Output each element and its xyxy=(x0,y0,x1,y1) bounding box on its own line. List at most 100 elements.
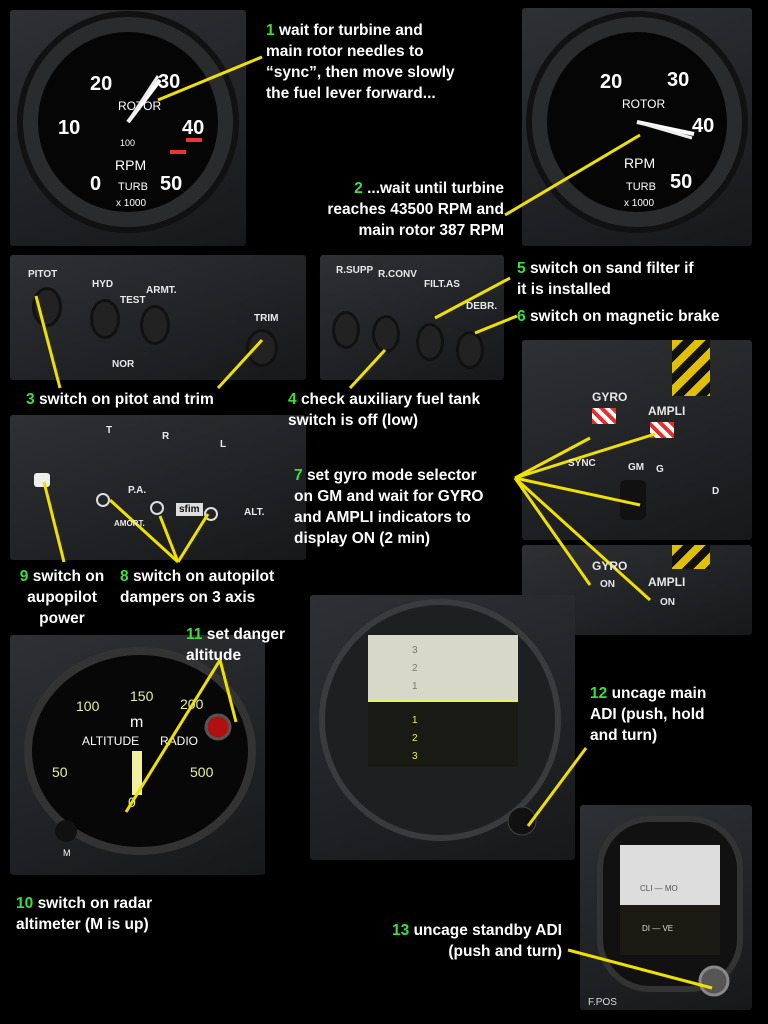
hazard-stripe xyxy=(672,340,710,396)
alt-tick: 100 xyxy=(76,698,100,714)
standby-adi-dial: CLI — MO DI — VE F.POS xyxy=(588,816,743,1008)
gyro-label: GYRO xyxy=(592,390,628,404)
nor-label: NOR xyxy=(112,359,135,370)
danger-altitude-knob[interactable] xyxy=(204,713,232,741)
alt-label: ALTITUDE xyxy=(82,734,139,748)
adi-cage-knob[interactable] xyxy=(507,806,537,836)
step-number: 1 xyxy=(266,22,275,39)
x1000-label: x 1000 xyxy=(116,198,146,209)
rpm-label: 50 xyxy=(160,173,182,195)
pitot-trim-panel: PITOT HYD TEST ARMT. NOR TRIM xyxy=(10,255,306,380)
l-label: L xyxy=(220,439,227,450)
step-number: 13 xyxy=(392,922,410,939)
debr-label: DEBR. xyxy=(466,301,498,312)
hyd-switch[interactable] xyxy=(90,299,120,339)
step-number: 9 xyxy=(19,568,29,585)
step-13-note: 13 uncage standby ADI(push and turn) xyxy=(366,920,562,962)
amort-label: AMORT. xyxy=(114,519,145,528)
damper-switch-3[interactable] xyxy=(204,507,218,521)
note-line: switch on radar xyxy=(37,895,153,912)
d-label: D xyxy=(712,486,720,497)
note-line: switch on pitot and trim xyxy=(38,391,214,408)
note-line: uncage main xyxy=(611,685,707,702)
alt-label: ALT. xyxy=(244,507,265,518)
step-6-note: 6 switch on magnetic brake xyxy=(517,306,719,327)
fpos-label: F.POS xyxy=(588,997,617,1008)
autopilot-panel: T R L P.A. AMORT. ALT. sfim xyxy=(10,415,306,560)
step-number: 11 xyxy=(186,626,203,643)
rsupp-label: R.SUPP xyxy=(336,265,374,276)
note-line: ADI (push, hold xyxy=(590,706,705,723)
standby-label: DI — VE xyxy=(642,924,673,933)
pitch-label: 2 xyxy=(412,663,418,674)
sand-filter-switch[interactable] xyxy=(416,323,444,361)
note-line: dampers on 3 axis xyxy=(120,589,256,606)
autopilot-power-switch[interactable] xyxy=(34,473,50,487)
rconv-label: R.CONV xyxy=(378,269,417,280)
alt-tick: 50 xyxy=(52,764,68,780)
pa-label: P.A. xyxy=(128,485,147,496)
sfim-logo: sfim xyxy=(176,503,203,516)
note-line: aupopilot xyxy=(27,589,97,606)
rpm-gauge: 20 30 10 40 0 50 ROTOR 100 RPM TURB x 10… xyxy=(17,11,239,233)
armt-switch[interactable] xyxy=(140,305,170,345)
note-line: display ON (2 min) xyxy=(294,530,431,547)
altimeter-dial: 0 50 100 150 200 500 m ALTITUDE RADIO M xyxy=(24,647,256,858)
radar-altimeter-switch[interactable] xyxy=(55,820,77,842)
alt-needle xyxy=(132,751,142,795)
pitot-label: PITOT xyxy=(28,269,58,280)
rconv-switch[interactable] xyxy=(372,315,400,353)
x100-label: 100 xyxy=(120,138,135,148)
filt-label: FILT.AS xyxy=(424,279,460,290)
trim-switch[interactable] xyxy=(246,329,278,367)
gyro-mode-selector[interactable] xyxy=(620,480,646,520)
note-line: the fuel lever forward... xyxy=(266,85,436,102)
rpm-label: 40 xyxy=(692,115,714,137)
r-label: R xyxy=(162,431,170,442)
radio-altimeter: 0 50 100 150 200 500 m ALTITUDE RADIO M xyxy=(10,635,265,875)
rpm-label: 10 xyxy=(58,117,80,139)
gyro-indicator xyxy=(592,408,616,424)
rpm-label: 30 xyxy=(667,69,689,91)
damper-switch-1[interactable] xyxy=(96,493,110,507)
damper-switch-2[interactable] xyxy=(150,501,164,515)
note-line: ...wait until turbine xyxy=(367,180,504,197)
gm-label: GM xyxy=(628,462,645,473)
note-line: wait for turbine and xyxy=(278,22,423,39)
note-line: altitude xyxy=(186,647,242,664)
step-number: 5 xyxy=(517,260,526,277)
rotor-needle xyxy=(636,120,693,140)
aux-fuel-switch[interactable] xyxy=(332,311,360,349)
rpm-label: RPM xyxy=(624,155,655,171)
step-number: 7 xyxy=(294,467,303,484)
note-line: it is installed xyxy=(517,281,611,298)
trim-label: TRIM xyxy=(254,313,279,324)
alt-tick: 0 xyxy=(128,794,136,810)
pitot-switch[interactable] xyxy=(32,287,62,327)
ampli-indicator xyxy=(650,422,674,438)
ampli-label: AMPLI xyxy=(648,404,686,418)
step-number: 12 xyxy=(590,685,608,702)
rpm-label: 0 xyxy=(90,173,101,195)
rpm-label: 30 xyxy=(158,71,180,93)
pitch-label: 3 xyxy=(412,645,418,656)
main-adi: 3 2 1 1 2 3 xyxy=(310,595,575,860)
magnetic-brake-switch[interactable] xyxy=(456,331,484,369)
rpm-gauge-photo-2: 20 30 40 50 ROTOR RPM TURB x 1000 xyxy=(522,8,752,246)
note-line: switch is off (low) xyxy=(288,412,419,429)
standby-cage-knob[interactable] xyxy=(698,965,730,997)
rpm-label: 20 xyxy=(90,73,112,95)
rpm-label: 50 xyxy=(670,171,692,193)
note-line: altimeter (M is up) xyxy=(16,916,149,933)
gyro-label: GYRO xyxy=(592,559,628,573)
step-number: 6 xyxy=(517,308,526,325)
rpm-label: RPM xyxy=(115,157,146,173)
note-line: check auxiliary fuel tank xyxy=(300,391,481,408)
pitch-label: 3 xyxy=(412,751,418,762)
step-3-note: 3 switch on pitot and trim xyxy=(26,389,214,410)
note-line: “sync”, then move slowly xyxy=(266,64,455,81)
note-line: on GM and wait for GYRO xyxy=(294,488,484,505)
